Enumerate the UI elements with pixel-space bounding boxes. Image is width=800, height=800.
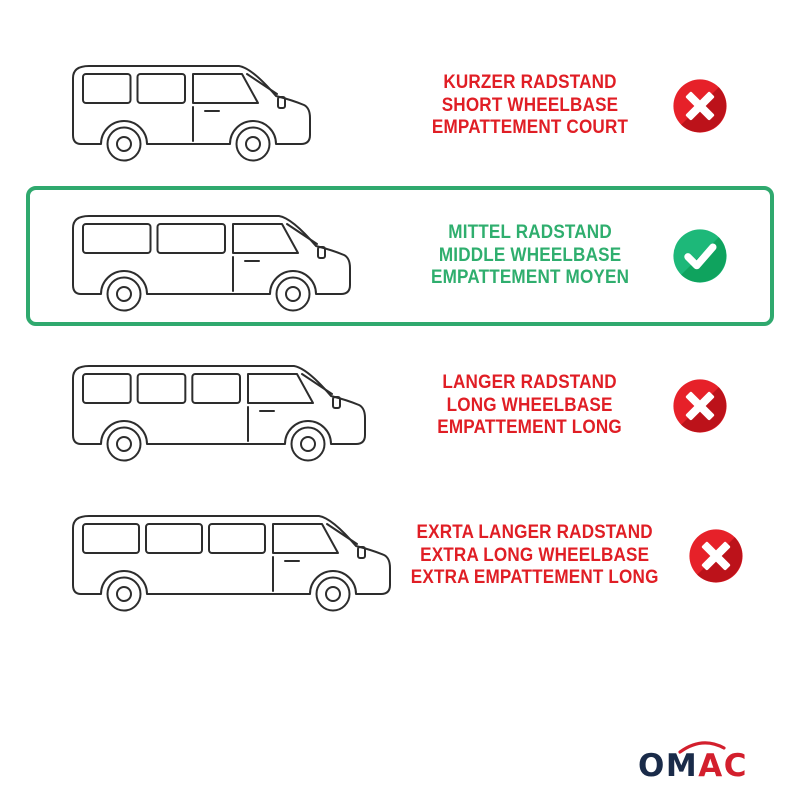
check-circle-icon <box>673 229 727 283</box>
option-line-en: SHORT WHEELBASE <box>441 94 619 116</box>
logo-text-secondary: AC <box>698 748 748 784</box>
option-label-short: KURZER RADSTAND SHORT WHEELBASE EMPATTEM… <box>420 72 640 140</box>
option-line-fr: EMPATTEMENT COURT <box>431 117 629 139</box>
option-line-en: EXTRA LONG WHEELBASE <box>420 544 650 566</box>
omac-logo: OMAC <box>638 741 748 784</box>
option-line-fr: EMPATTEMENT MOYEN <box>430 267 630 289</box>
van-illustration-short <box>40 49 420 163</box>
x-circle-icon <box>673 379 727 433</box>
option-row-middle-wheelbase: MITTEL RADSTAND MIDDLE WHEELBASE EMPATTE… <box>26 186 774 326</box>
option-row-long-wheelbase: LANGER RADSTAND LONG WHEELBASE EMPATTEME… <box>26 336 774 476</box>
option-row-extra-long-wheelbase: EXRTA LANGER RADSTAND EXTRA LONG WHEELBA… <box>26 486 774 626</box>
option-line-fr: EXTRA EMPATTEMENT LONG <box>410 567 659 589</box>
option-line-de: KURZER RADSTAND <box>443 71 617 93</box>
option-label-extra-long: EXRTA LANGER RADSTAND EXTRA LONG WHEELBA… <box>397 522 672 590</box>
x-circle-icon <box>689 529 743 583</box>
option-line-de: LANGER RADSTAND <box>442 371 618 393</box>
van-illustration-middle <box>40 199 420 313</box>
van-middle-icon <box>72 215 351 312</box>
van-illustration-extra-long <box>40 499 397 613</box>
option-line-fr: EMPATTEMENT LONG <box>437 417 623 439</box>
option-label-middle: MITTEL RADSTAND MIDDLE WHEELBASE EMPATTE… <box>420 222 640 290</box>
van-illustration-long <box>40 349 420 463</box>
option-row-short-wheelbase: KURZER RADSTAND SHORT WHEELBASE EMPATTEM… <box>26 36 774 176</box>
option-line-de: EXRTA LANGER RADSTAND <box>416 521 653 543</box>
option-line-de: MITTEL RADSTAND <box>448 221 612 243</box>
van-extra-long-icon <box>72 515 391 612</box>
x-circle-icon <box>673 79 727 133</box>
logo-swoosh-icon <box>678 741 726 754</box>
logo-text-primary: OM <box>638 748 699 784</box>
option-line-en: LONG WHEELBASE <box>447 394 613 416</box>
van-short-icon <box>72 65 311 162</box>
van-long-icon <box>72 365 366 462</box>
option-line-en: MIDDLE WHEELBASE <box>438 244 622 266</box>
option-label-long: LANGER RADSTAND LONG WHEELBASE EMPATTEME… <box>420 372 640 440</box>
